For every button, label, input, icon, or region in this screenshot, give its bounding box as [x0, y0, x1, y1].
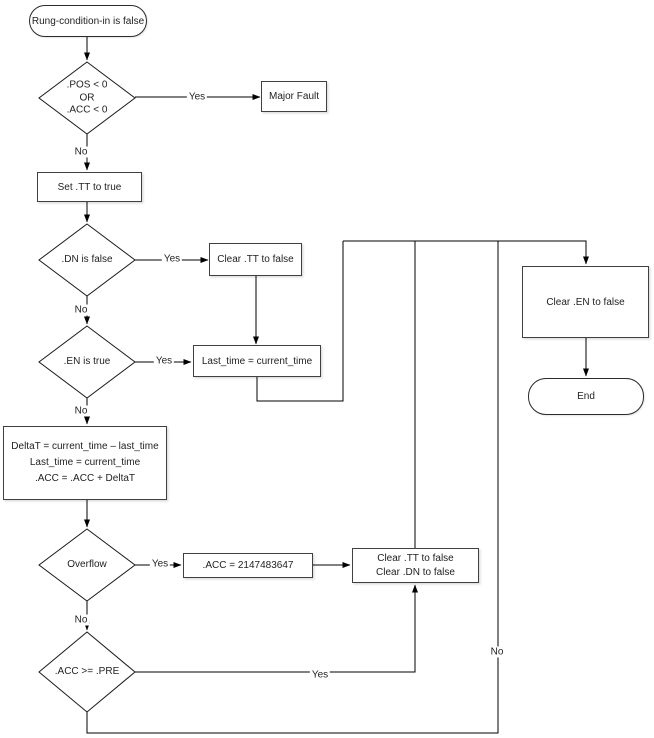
edge-label-dn-no: No: [72, 304, 90, 316]
terminator-start: Rung-condition-in is false: [29, 5, 147, 37]
edge-label-overflow-yes: Yes: [149, 558, 171, 570]
process-major-fault: Major Fault: [261, 81, 327, 112]
edge-label-overflow-no: No: [72, 614, 90, 626]
edge-label-acc-pre-no: No: [488, 646, 506, 658]
terminator-start-label: Rung-condition-in is false: [31, 15, 145, 27]
process-set-tt-label: Set .TT to true: [57, 181, 122, 193]
decision-pos-acc-line1: .POS < 0: [66, 79, 108, 91]
edge-label-en-yes: Yes: [153, 355, 175, 367]
process-clear-tt-dn-line2: Clear .DN to false: [376, 566, 455, 578]
process-clear-tt-dn: Clear .TT to false Clear .DN to false: [352, 548, 479, 583]
process-compute-line2: Last_time = current_time: [29, 457, 141, 468]
edge-acc-pre-no-merge: [86, 241, 499, 734]
decision-acc-pre-label: .ACC >= .PRE: [54, 665, 120, 677]
edge-label-en-no: No: [72, 405, 90, 417]
terminator-end: End: [528, 378, 644, 415]
process-clear-tt: Clear .TT to false: [209, 243, 302, 276]
edge-last-time-merge: [256, 241, 344, 402]
decision-pos-acc-line3: .ACC < 0: [66, 104, 108, 116]
edge-label-dn-yes: Yes: [161, 253, 183, 265]
process-major-fault-label: Major Fault: [268, 91, 319, 102]
process-clear-tt-label: Clear .TT to false: [217, 254, 294, 265]
decision-overflow-label: Overflow: [67, 558, 107, 570]
process-last-time: Last_time = current_time: [193, 345, 321, 377]
process-compute-line3: .ACC = .ACC + DeltaT: [34, 473, 136, 484]
edge-label-pos-acc-no: No: [72, 146, 90, 158]
terminator-end-label: End: [577, 391, 595, 402]
process-compute-line1: DeltaT = current_time – last_time: [11, 441, 159, 452]
process-compute-acc: DeltaT = current_time – last_time Last_t…: [3, 426, 167, 500]
decision-en-label: .EN is true: [63, 355, 111, 367]
decision-dn-label: .DN is false: [61, 253, 113, 265]
edge-merge-to-clear-en: [343, 240, 589, 265]
process-clear-en-label: Clear .EN to false: [546, 296, 625, 308]
edge-label-acc-pre-yes: Yes: [309, 669, 331, 681]
edge-label-pos-acc-yes: Yes: [186, 91, 208, 103]
process-set-tt: Set .TT to true: [37, 172, 142, 202]
edge-acc-pre-yes-to-clear-tt-dn: [135, 584, 418, 673]
process-acc-max-label: .ACC = 2147483647: [202, 560, 294, 571]
process-clear-tt-dn-line1: Clear .TT to false: [377, 552, 454, 564]
process-clear-en: Clear .EN to false: [522, 266, 649, 338]
process-acc-max: .ACC = 2147483647: [183, 553, 313, 578]
decision-pos-acc-line2: OR: [79, 91, 95, 103]
process-last-time-label: Last_time = current_time: [201, 355, 313, 367]
decision-pos-acc-label: .POS < 0 OR .ACC < 0: [67, 79, 108, 117]
